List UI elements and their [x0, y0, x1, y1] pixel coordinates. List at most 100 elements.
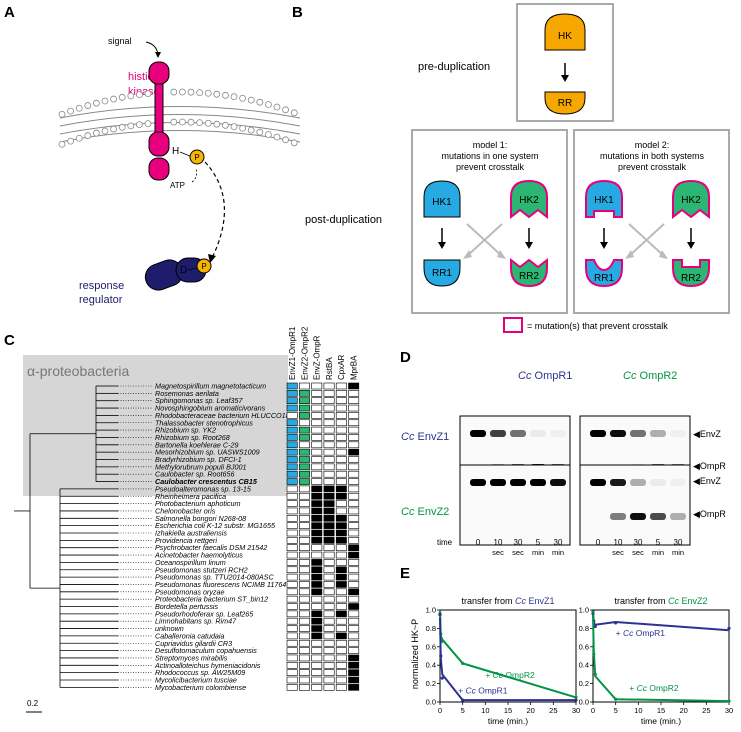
matrix-cell	[348, 639, 360, 647]
data-point	[574, 698, 578, 702]
matrix-cell	[298, 595, 310, 603]
m1-rr2-shape	[510, 257, 548, 288]
matrix-cell	[311, 551, 323, 559]
series-label: + Cc OmpR1	[616, 628, 666, 638]
matrix-cell	[298, 537, 310, 544]
ompr-band	[630, 513, 646, 520]
matrix-cell	[335, 647, 347, 654]
hk-sensor-domain	[148, 61, 170, 85]
lipid-head	[187, 88, 195, 96]
species-name: Caulobacter crescentus CB15	[155, 477, 258, 486]
lipid-head	[118, 93, 126, 101]
matrix-cell	[335, 610, 347, 618]
x-tick-label: 15	[657, 706, 665, 715]
species-name: Chelonobacter oris	[155, 506, 216, 515]
gel-panel	[459, 464, 571, 546]
y-tick-label: 0.4	[426, 661, 436, 670]
matrix-cell	[348, 500, 360, 507]
data-point	[591, 610, 595, 614]
matrix-cell	[298, 426, 310, 434]
matrix-cell	[311, 441, 323, 449]
matrix-cell	[311, 500, 323, 507]
matrix-cell	[323, 544, 335, 552]
m1-hk1-label: HK1	[432, 197, 452, 208]
lipid-head	[75, 104, 83, 112]
matrix-cell	[298, 419, 310, 427]
matrix-cell	[311, 639, 323, 647]
membrane-mid1	[59, 114, 301, 127]
matrix-cell	[335, 537, 347, 544]
matrix-cell	[323, 639, 335, 647]
lipid-head	[101, 97, 109, 105]
lipid-head	[196, 89, 204, 97]
matrix-cell	[298, 610, 310, 618]
matrix-cell	[348, 661, 360, 669]
matrix-cell	[286, 610, 298, 618]
matrix-cell	[323, 610, 335, 618]
blot-row1-header: Cc EnvZ1	[401, 431, 449, 443]
phosphate-on-hk	[189, 149, 205, 165]
matrix-cell	[311, 566, 323, 574]
lipid-head	[256, 128, 264, 136]
matrix-cell	[323, 647, 335, 654]
time-value: 5	[656, 538, 661, 547]
matrix-cell	[323, 470, 335, 478]
lipid-head	[204, 119, 212, 127]
matrix-cell	[286, 588, 298, 596]
y-tick-label: 0.6	[579, 642, 589, 651]
y-tick-label: 0.8	[426, 624, 436, 633]
matrix-cell	[298, 485, 310, 493]
matrix-column-header: RstBA	[325, 357, 334, 380]
matrix-cell	[323, 478, 335, 485]
matrix-cell	[311, 529, 323, 537]
ompr-band-label-2: ◀OmpR	[693, 509, 726, 519]
matrix-cell	[348, 581, 360, 588]
matrix-cell	[311, 485, 323, 493]
matrix-cell	[335, 456, 347, 463]
lipid-head	[221, 121, 229, 129]
matrix-cell	[286, 625, 298, 632]
matrix-cell	[323, 603, 335, 610]
matrix-cell	[286, 551, 298, 559]
matrix-cell	[286, 529, 298, 537]
matrix-cell	[286, 390, 298, 397]
lipid-head	[118, 123, 126, 131]
m2-cross-b	[628, 223, 665, 257]
matrix-cell	[348, 610, 360, 618]
time-unit: sec	[612, 548, 624, 557]
matrix-cell	[323, 581, 335, 588]
matrix-cell	[335, 588, 347, 596]
lipid-head	[84, 102, 92, 109]
matrix-cell	[335, 639, 347, 647]
lipid-head	[264, 101, 272, 108]
matrix-cell	[286, 603, 298, 610]
matrix-cell	[348, 463, 360, 471]
series-label: + Cc OmpR1	[458, 686, 508, 696]
matrix-cell	[348, 544, 360, 552]
post-duplication-label: post-duplication	[305, 214, 382, 226]
chart-title: transfer from Cc EnvZ2	[614, 596, 707, 606]
matrix-cell	[348, 654, 360, 662]
matrix-cell	[348, 647, 360, 654]
matrix-cell	[335, 559, 347, 566]
envz-band	[490, 430, 506, 437]
envz-band	[470, 479, 486, 486]
matrix-cell	[286, 661, 298, 669]
matrix-cell	[286, 639, 298, 647]
matrix-cell	[335, 390, 347, 397]
matrix-cell	[323, 588, 335, 596]
panel-a-letter: A	[4, 4, 15, 21]
matrix-cell	[298, 639, 310, 647]
matrix-cell	[323, 514, 335, 522]
lipid-head	[247, 126, 255, 134]
matrix-cell	[323, 390, 335, 397]
gel-panel	[579, 464, 691, 546]
matrix-cell	[298, 390, 310, 397]
lipid-head	[110, 95, 117, 103]
matrix-cell	[298, 412, 310, 419]
time-unit: sec	[492, 548, 504, 557]
matrix-cell	[348, 382, 360, 390]
blot-col1-header: Cc OmpR1	[518, 370, 572, 382]
matrix-cell	[348, 595, 360, 603]
atp-arrow	[191, 167, 197, 183]
